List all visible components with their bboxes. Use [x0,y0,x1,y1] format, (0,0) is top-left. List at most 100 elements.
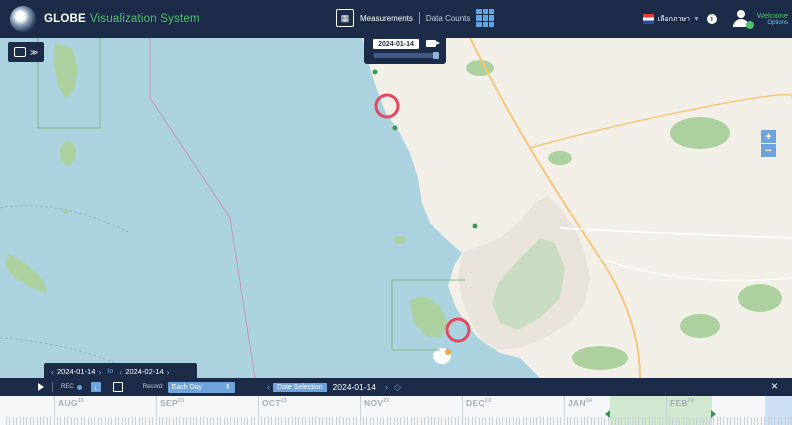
range-end-date[interactable]: 2024-02-14 [125,367,164,376]
timeline-tick [227,417,228,425]
timeline-tick [522,417,524,425]
island [5,253,48,293]
timeline-tick [485,417,487,425]
island [394,236,406,244]
timeline-tick [505,417,507,425]
date-prev-icon[interactable]: ‹ [267,382,270,392]
timeline-month-label: NOV23 [364,398,390,408]
layers-toggle-button[interactable]: ≫ [8,42,44,62]
timeline-tick [305,417,307,425]
flag-icon[interactable] [642,14,654,24]
timeline-tick [397,417,398,425]
calendar-icon[interactable] [112,382,123,392]
brand-sub: Visualization System [89,13,200,25]
zoom-out-button[interactable]: − [761,144,776,157]
timeline-tick [57,417,58,425]
timeline-tick [740,417,742,425]
info-icon[interactable]: i [706,14,717,24]
nav-measurements[interactable]: Measurements [360,13,413,23]
timeline-tick [417,417,419,425]
forest-patch [548,151,572,165]
record-frequency-value: Each Day [171,383,203,391]
nav-data-counts[interactable]: Data Counts [425,13,471,23]
measurements-calendar-icon[interactable]: ▦ [336,9,354,27]
timeline-tick [67,417,69,425]
timeline-tick [77,417,79,425]
timeline-tick [495,417,497,425]
record-frequency-select[interactable]: Each Day ⇕ [167,381,235,393]
options-link[interactable]: Options [767,19,788,26]
timeline-tick [723,417,725,425]
timeline-tick [189,417,191,425]
slider-thumb[interactable] [433,52,439,59]
timeline-tick [743,417,745,425]
timeline-tick [696,417,698,425]
timeline-tick [383,417,385,425]
road [529,93,792,149]
boundary-line [391,280,440,351]
video-camera-icon[interactable] [426,40,440,47]
timeline-tick [43,417,45,425]
timeline-tick [342,417,344,425]
popup-date[interactable]: 2024-01-14 [373,39,419,49]
timeline-tick [465,417,466,425]
range-start-date[interactable]: 2024-01-14 [57,367,96,376]
chevron-down-icon: ≫ [29,47,39,57]
timeline-tick [713,417,715,425]
timeline-tick [125,417,126,425]
range-end-handle[interactable] [711,410,716,418]
range-start-prev-icon[interactable]: ‹ [51,366,54,377]
timeline-tick [784,417,786,425]
timeline-tick [390,417,392,425]
playback-controls: REC ↓ Record: Each Day ⇕ ‹ Date Selectio… [0,378,792,396]
language-dropdown-chevron[interactable]: ▼ [692,15,700,23]
user-icon[interactable] [731,10,754,29]
rec-toggle[interactable]: REC [61,384,82,390]
timeline-tick [733,417,735,425]
forest-patch [466,60,494,76]
timeline-tick [618,417,619,425]
timeline-tick [427,417,429,425]
popup-date-slider[interactable] [373,52,439,59]
timeline-tick [468,417,470,425]
timeline-tick [563,396,565,425]
timeline-tick [210,417,211,425]
range-start-next-icon[interactable]: › [98,366,102,377]
welcome-block[interactable]: Welcome Options [757,12,788,26]
select-arrows-icon: ⇕ [224,384,231,391]
range-end-prev-icon[interactable]: ‹ [119,366,123,377]
timeline-tick [213,417,215,425]
language-selector[interactable]: เลือกภาษา [657,15,690,23]
timeline-tick [726,417,728,425]
download-icon[interactable]: ↓ [90,382,101,392]
play-icon[interactable] [38,383,44,391]
forest-patch [738,284,782,312]
timeline-tick [16,417,18,425]
timeline-tick [97,417,99,425]
timeline-tick [135,417,137,425]
map-view[interactable]: ≫ 2024-01-14 + − ‹ 2024-01-14 › to ‹ 202… [0,38,792,378]
range-start-handle[interactable] [605,410,610,418]
range-end-next-icon[interactable]: › [166,366,170,377]
date-selection-value[interactable]: 2024-01-14 [332,382,377,392]
timeline-tick [363,417,364,425]
timeline-tick [216,417,218,425]
timeline-tick [108,417,109,425]
timeline-tick [240,417,242,425]
island [54,43,78,98]
timeline-tick [199,417,201,425]
globe-logo-icon[interactable] [10,6,36,32]
timeline-tick [570,417,572,425]
timeline-selected-range[interactable] [610,396,712,425]
zoom-in-button[interactable]: + [761,130,776,143]
crosshair-icon[interactable]: ◇ [394,381,401,392]
date-next-icon[interactable]: › [385,382,389,392]
timeline-tick [638,417,640,425]
data-counts-grid-icon[interactable] [476,9,495,27]
timeline-tick [118,417,120,425]
timeline-tick [441,417,443,425]
timeline-tick [410,417,412,425]
close-button[interactable]: × [770,379,778,393]
